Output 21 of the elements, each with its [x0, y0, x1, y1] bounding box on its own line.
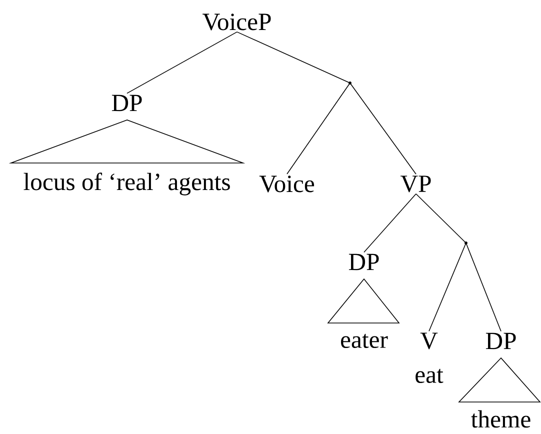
branch-line	[428, 242, 466, 332]
branch-line	[286, 82, 350, 174]
category-label: VoiceP	[202, 14, 271, 30]
branch-line	[466, 242, 502, 332]
branch-line	[126, 32, 238, 94]
category-label: DP	[112, 94, 142, 112]
category-label: VP	[400, 176, 431, 192]
leaf-text: locus of ‘real’ agents	[24, 172, 230, 196]
category-label: Voice	[259, 176, 314, 192]
branch-line	[364, 193, 416, 253]
leaf-text: theme	[471, 410, 530, 428]
category-label: DP	[486, 332, 516, 350]
branch-line	[236, 32, 350, 84]
branch-point	[464, 242, 468, 244]
category-label: V	[420, 332, 438, 350]
leaf-text: eater	[341, 334, 388, 348]
branch-point	[348, 82, 352, 84]
category-label: DP	[348, 254, 379, 270]
branch-line	[416, 193, 466, 244]
branch-line	[350, 82, 416, 175]
word-label: eat	[416, 368, 444, 384]
